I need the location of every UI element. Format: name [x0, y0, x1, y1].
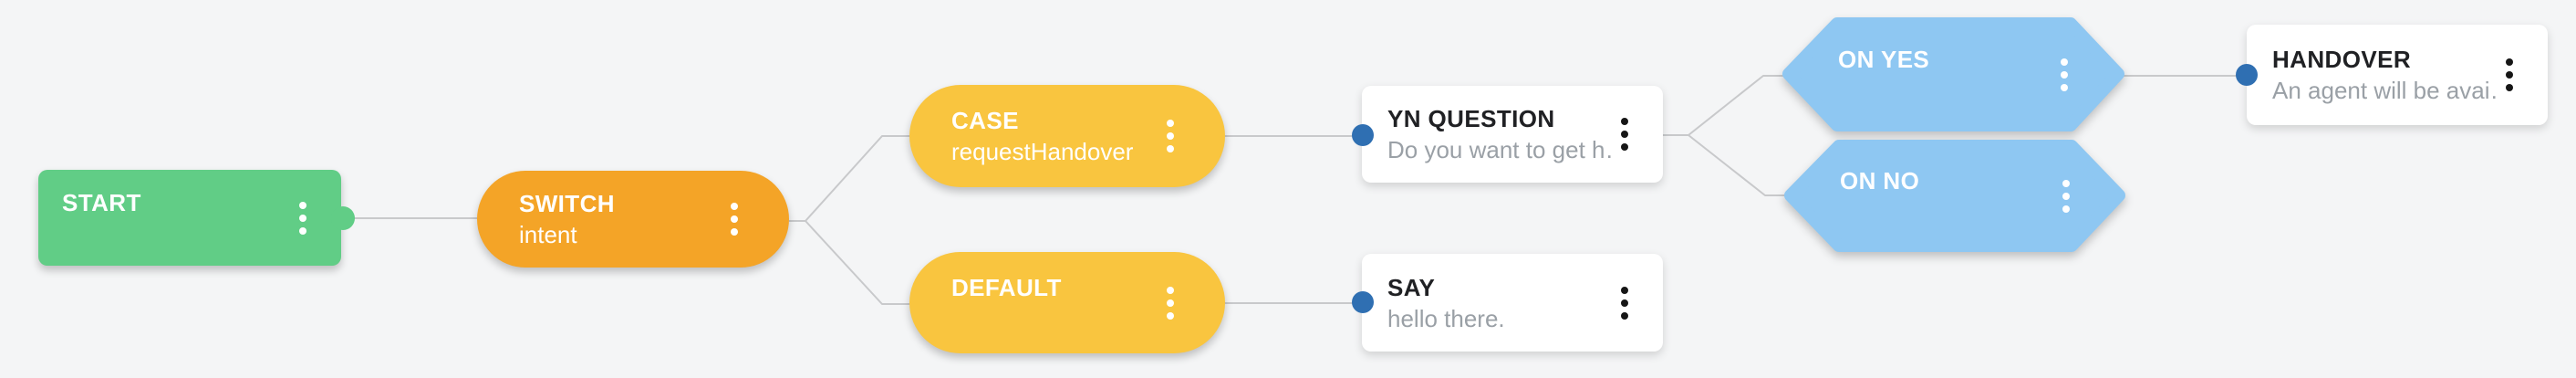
kebab-menu-icon[interactable]	[2055, 180, 2077, 213]
node-handover-content: HANDOVER An agent will be avai…	[2247, 25, 2497, 125]
node-start-subtitle-spacer	[62, 218, 290, 249]
kebab-menu-icon[interactable]	[1159, 120, 1181, 152]
kebab-menu-icon[interactable]	[723, 203, 745, 236]
node-yn-question-content: YN QUESTION Do you want to get h…	[1362, 86, 1612, 183]
node-default-subtitle-spacer	[951, 303, 1174, 334]
node-start-title: START	[62, 188, 141, 216]
node-switch[interactable]: SWITCH intent	[477, 171, 789, 268]
node-default-content: DEFAULT	[909, 252, 1174, 353]
node-on-yes-subtitle-spacer	[1838, 75, 2075, 106]
node-say-title: SAY	[1387, 273, 1436, 301]
node-handover-subtitle: An agent will be avai…	[2272, 77, 2497, 104]
hexagon-shape	[1784, 140, 2125, 252]
kebab-menu-icon[interactable]	[2053, 58, 2075, 91]
node-start-content: START	[38, 170, 290, 266]
node-default-title: DEFAULT	[951, 273, 1062, 301]
node-handover-title: HANDOVER	[2272, 46, 2411, 73]
node-say[interactable]: SAY hello there.	[1362, 254, 1663, 352]
kebab-menu-icon[interactable]	[1614, 118, 1636, 151]
node-yn-question-subtitle: Do you want to get h…	[1387, 136, 1612, 163]
node-say-subtitle: hello there.	[1387, 304, 1505, 332]
node-on-yes[interactable]: ON YES	[1781, 16, 2126, 133]
node-yn-question-title: YN QUESTION	[1387, 105, 1555, 132]
node-case[interactable]: CASE requestHandover	[909, 85, 1225, 187]
node-case-content: CASE requestHandover	[909, 85, 1174, 187]
node-switch-content: SWITCH intent	[477, 171, 738, 268]
edge-ynquestion-onno	[1688, 134, 1788, 196]
edge-ynquestion-onyes	[1663, 75, 1786, 136]
output-port[interactable]	[331, 206, 355, 230]
node-yn-question[interactable]: YN QUESTION Do you want to get h…	[1362, 86, 1663, 183]
node-switch-title: SWITCH	[519, 190, 615, 217]
hexagon-shape	[1782, 17, 2124, 131]
node-on-no-title: ON NO	[1840, 167, 1920, 194]
node-on-no-subtitle-spacer	[1840, 196, 2077, 227]
node-default[interactable]: DEFAULT	[909, 252, 1225, 353]
node-on-yes-title: ON YES	[1838, 46, 1930, 73]
input-port[interactable]	[1352, 291, 1374, 313]
input-port[interactable]	[2236, 64, 2258, 86]
kebab-menu-icon[interactable]	[2498, 58, 2520, 91]
input-port[interactable]	[1352, 124, 1374, 146]
node-on-no-content: ON NO	[1783, 139, 2077, 254]
node-handover[interactable]: HANDOVER An agent will be avai…	[2247, 25, 2548, 125]
node-on-no[interactable]: ON NO	[1783, 139, 2128, 254]
kebab-menu-icon[interactable]	[1614, 286, 1636, 320]
edge-switch-case	[789, 135, 909, 222]
edge-switch-default	[805, 220, 909, 305]
kebab-menu-icon[interactable]	[292, 201, 314, 235]
node-switch-subtitle: intent	[519, 221, 577, 248]
node-case-subtitle: requestHandover	[951, 138, 1134, 165]
node-start[interactable]: START	[38, 170, 341, 266]
kebab-menu-icon[interactable]	[1159, 286, 1181, 320]
node-say-content: SAY hello there.	[1362, 254, 1612, 352]
node-case-title: CASE	[951, 107, 1019, 134]
node-on-yes-content: ON YES	[1781, 16, 2075, 133]
